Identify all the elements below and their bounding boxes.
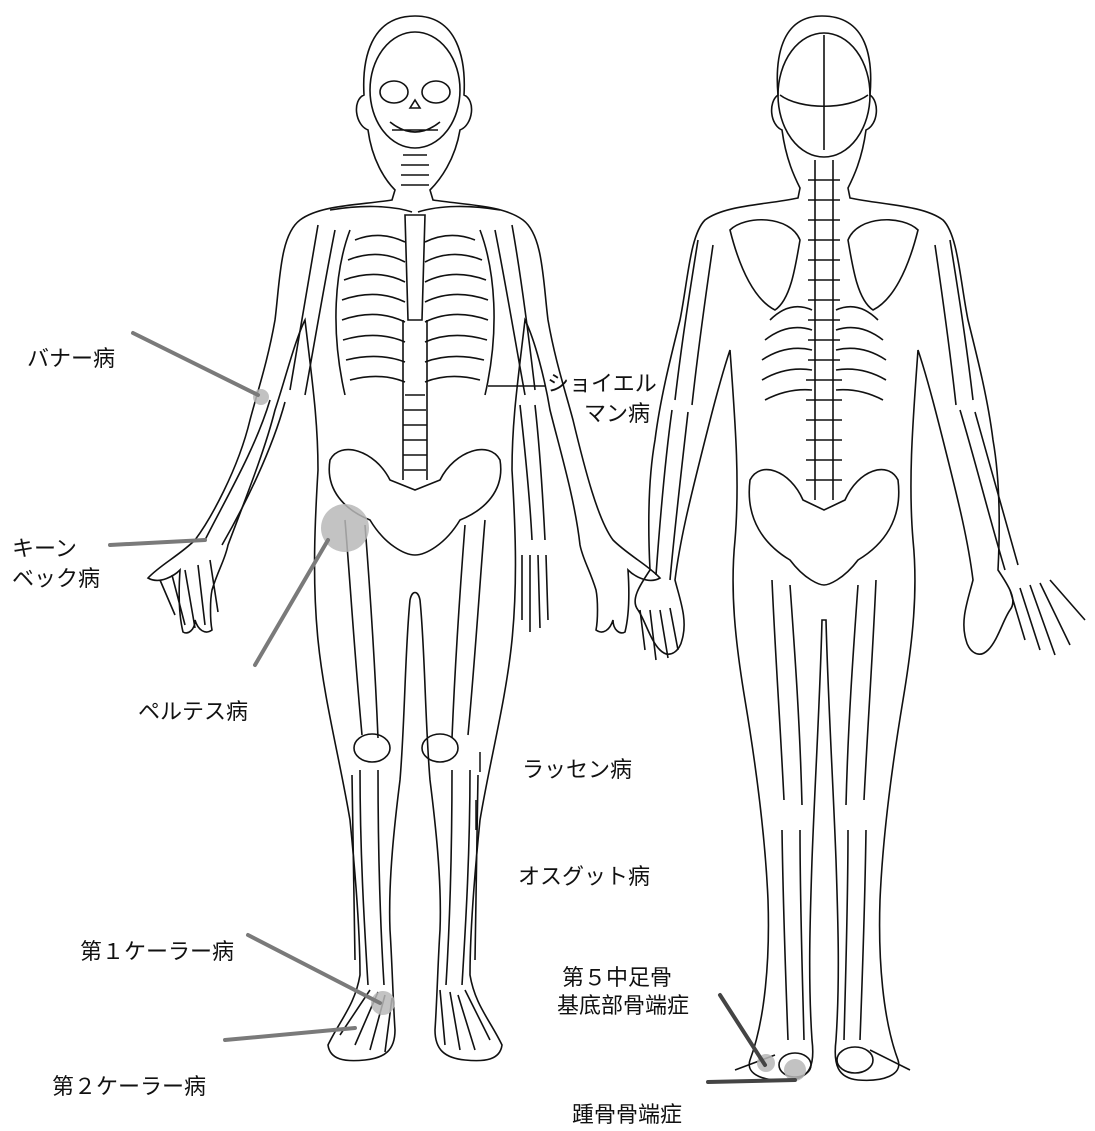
label-scheuermann-2: マン病 <box>584 402 650 428</box>
front-body-outline <box>148 16 660 1061</box>
label-perthes: ペルテス病 <box>138 700 248 726</box>
label-sever: 踵骨骨端症 <box>572 1103 682 1129</box>
front-ribcage <box>336 230 494 395</box>
back-body-outline <box>635 16 1013 1080</box>
highlight-kohler1 <box>371 991 395 1015</box>
highlight-sever <box>784 1059 806 1081</box>
highlight-panner <box>253 389 269 405</box>
label-kohler1: 第１ケーラー病 <box>80 940 234 966</box>
pointer-perthes <box>255 540 328 665</box>
pointer-kohler2 <box>225 1028 355 1040</box>
label-kohler2: 第２ケーラー病 <box>52 1075 206 1101</box>
pointer-sever <box>708 1080 795 1082</box>
label-panner: バナー病 <box>27 347 115 373</box>
label-scheuermann-1: ショイエル <box>547 372 657 398</box>
label-iselin-2: 基底部骨端症 <box>557 994 689 1020</box>
label-iselin-1: 第５中足骨 <box>562 966 672 992</box>
label-kienbock-2: ベック病 <box>12 567 100 593</box>
label-kienbock-1: キーン <box>12 537 77 563</box>
highlight-perthes <box>321 504 369 552</box>
front-skeleton <box>148 16 660 1061</box>
label-larsen: ラッセン病 <box>522 758 632 784</box>
label-osgood: オスグット病 <box>518 865 650 891</box>
pointer-panner <box>133 333 258 395</box>
back-skeleton <box>635 16 1085 1080</box>
back-spine <box>815 160 833 500</box>
